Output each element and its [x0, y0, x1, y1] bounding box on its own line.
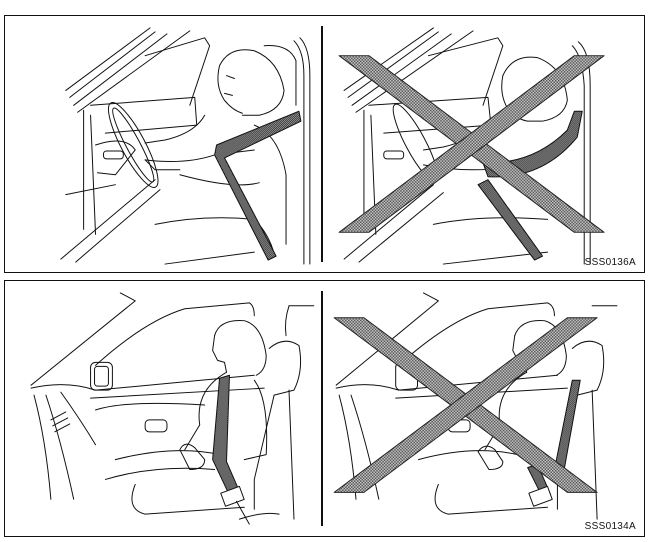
panel-correct-passenger: Passenger seated upright with lap/should… — [5, 281, 321, 536]
figure-passenger-seatbelt: Passenger seated upright with lap/should… — [4, 280, 645, 537]
driver-incorrect-illustration — [338, 27, 605, 265]
panel-divider — [321, 26, 323, 262]
figure-code: SSS0134A — [584, 521, 636, 532]
panel-incorrect-driver: Driver with shoulder belt positioned inc… — [323, 16, 644, 272]
panel-correct-driver: Driver seated upright with lap/shoulder … — [5, 16, 321, 272]
panel-incorrect-passenger: Passenger with shoulder belt positioned … — [323, 281, 644, 536]
panel-divider — [321, 291, 323, 526]
incorrect-x-mark — [333, 317, 598, 493]
passenger-incorrect-illustration — [333, 292, 618, 520]
figure-code: SSS0136A — [584, 257, 636, 268]
driver-correct-illustration — [60, 27, 311, 265]
figure-driver-seatbelt: Driver seated upright with lap/shoulder … — [4, 15, 645, 273]
passenger-correct-illustration — [30, 292, 315, 525]
incorrect-x-mark — [338, 55, 605, 233]
